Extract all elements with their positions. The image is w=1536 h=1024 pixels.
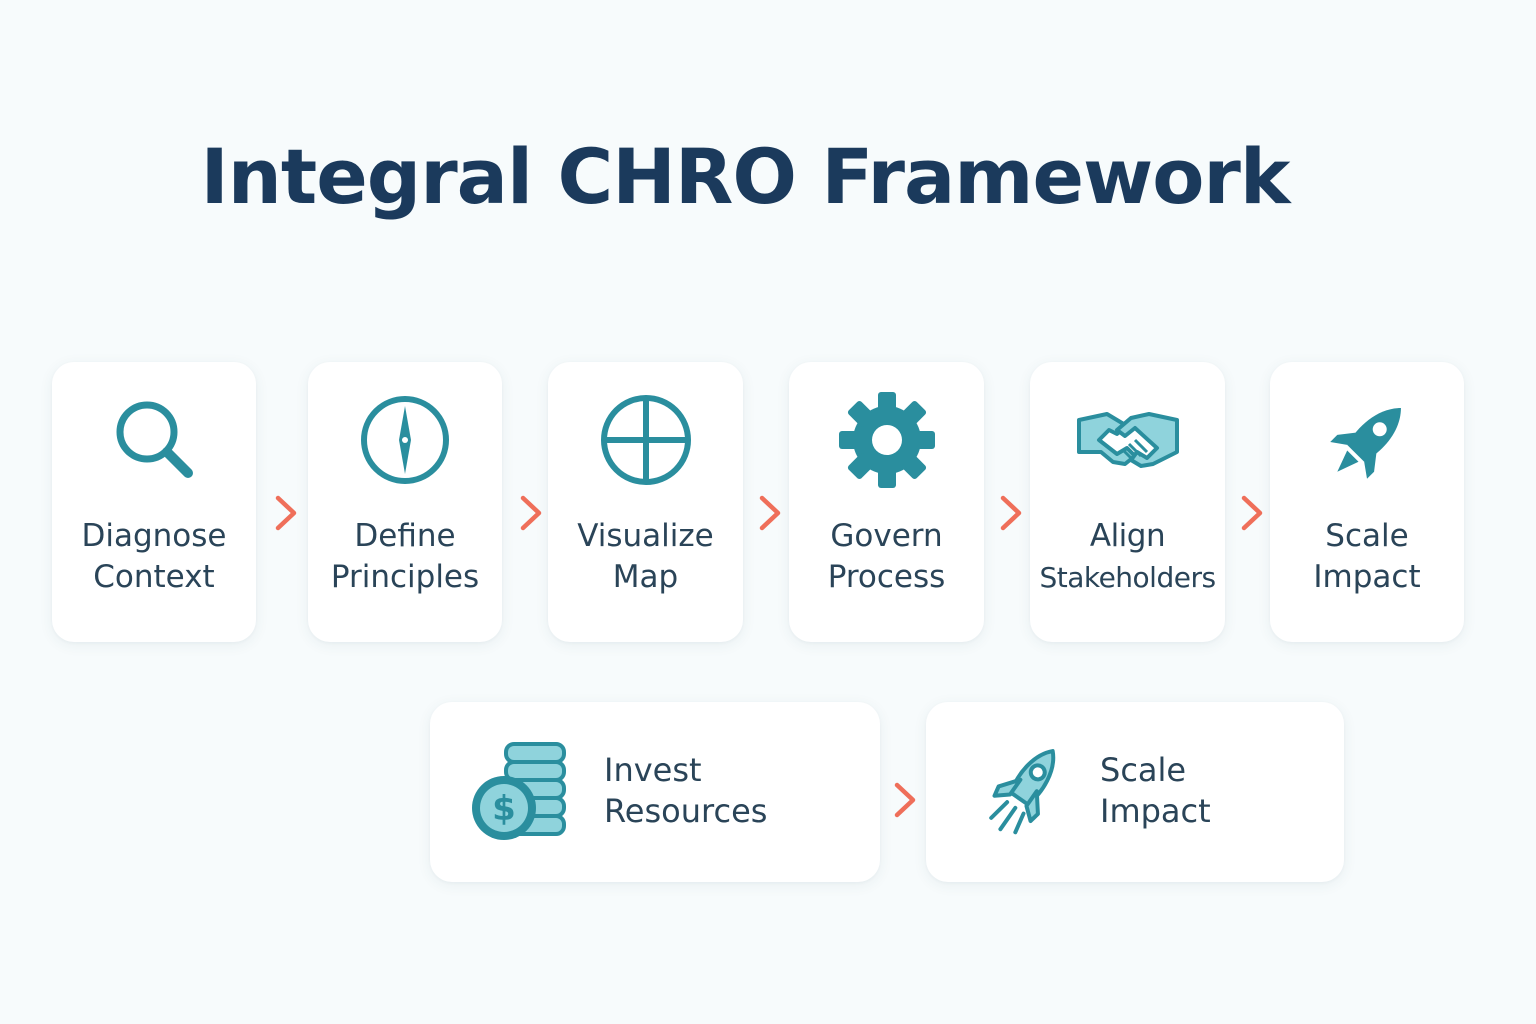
step-label: Visualize Map [548, 516, 743, 598]
step-card-define-principles: Define Principles [308, 362, 502, 642]
compass-icon [355, 392, 455, 492]
step-label-line2: Principles [330, 559, 480, 595]
chevron-right-icon [757, 493, 783, 533]
chevron-right-icon [892, 780, 918, 820]
step-label: Define Principles [308, 516, 502, 598]
step-card-invest-resources: $ Invest Resources [430, 702, 880, 882]
step-label: Scale Impact [1270, 516, 1464, 598]
step-label-line2: Stakeholders [1039, 561, 1216, 594]
step-label-line2: Resources [604, 792, 768, 830]
handshake-icon [1073, 392, 1183, 492]
step-card-diagnose-context: Diagnose Context [52, 362, 256, 642]
step-label-line1: Define [354, 518, 456, 554]
step-card-govern-process: Govern Process [789, 362, 984, 642]
step-label-line1: Invest [604, 751, 702, 789]
step-label-line1: Align [1089, 518, 1166, 554]
rocket-icon [1317, 392, 1417, 492]
step-label-line1: Diagnose [81, 518, 227, 554]
step-label: Invest Resources [604, 750, 767, 832]
page-title: Integral CHRO Framework [200, 132, 1291, 221]
step-label-line2: Impact [1100, 792, 1211, 830]
gear-icon [837, 392, 937, 492]
coins-dollar-icon: $ [466, 738, 574, 846]
step-label: Scale Impact [1100, 750, 1211, 832]
step-card-scale-impact: Scale Impact [1270, 362, 1464, 642]
step-card-align-stakeholders: Align Stakeholders [1030, 362, 1225, 642]
step-label-line2: Process [827, 559, 946, 595]
step-label-line2: Impact [1313, 559, 1421, 595]
chevron-right-icon [518, 493, 544, 533]
step-label-line1: Scale [1100, 751, 1187, 789]
chevron-right-icon [273, 493, 299, 533]
chevron-right-icon [998, 493, 1024, 533]
chevron-right-icon [1239, 493, 1265, 533]
step-label-line1: Scale [1325, 518, 1409, 554]
svg-text:$: $ [492, 789, 516, 829]
magnifier-icon [104, 392, 204, 492]
step-label: Align Stakeholders [1030, 516, 1225, 598]
step-label-line2: Map [612, 559, 679, 595]
step-card-scale-impact-bottom: Scale Impact [926, 702, 1344, 882]
step-label: Govern Process [789, 516, 984, 598]
step-label-line2: Context [93, 559, 215, 595]
step-label-line1: Visualize [577, 518, 714, 554]
step-label-line1: Govern [830, 518, 943, 554]
globe-grid-icon [596, 392, 696, 492]
rocket-launch-icon [970, 738, 1078, 846]
step-label: Diagnose Context [52, 516, 256, 598]
step-card-visualize-map: Visualize Map [548, 362, 743, 642]
